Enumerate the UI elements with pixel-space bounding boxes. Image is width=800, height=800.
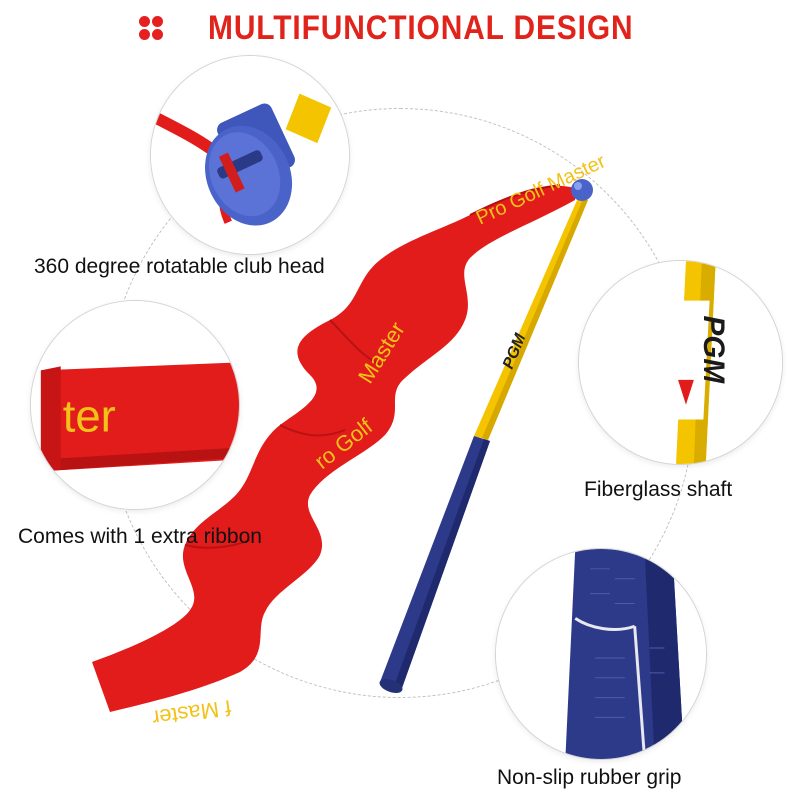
- rubber-grip: [379, 436, 490, 693]
- shaft-detail-bubble: PGM: [578, 260, 783, 465]
- club-head-detail-bubble: [150, 55, 350, 255]
- grip-closeup-image: [496, 549, 706, 759]
- page-title: MULTIFUNCTIONAL DESIGN: [208, 8, 634, 47]
- shaft-brand-print: PGM: [500, 331, 530, 372]
- grip-label: Non-slip rubber grip: [497, 766, 682, 789]
- club-head-closeup-image: [151, 56, 349, 254]
- shaft-closeup-image: PGM: [579, 261, 782, 464]
- shaft-closeup-brand: PGM: [697, 315, 730, 384]
- ribbon-print-3: f Master: [151, 695, 233, 731]
- grip-detail-bubble: [495, 548, 707, 760]
- ribbon-closeup-text: ter: [63, 391, 116, 442]
- ribbon-label: Comes with 1 extra ribbon: [18, 525, 262, 548]
- ribbon-detail-bubble: ter: [30, 300, 240, 510]
- shaft-label: Fiberglass shaft: [584, 478, 733, 501]
- red-ribbon: [92, 184, 575, 712]
- fiberglass-shaft: [474, 198, 588, 440]
- page-header: MULTIFUNCTIONAL DESIGN: [0, 6, 800, 50]
- ribbon-closeup-image: ter: [31, 301, 239, 509]
- four-dot-logo-icon: [137, 14, 165, 42]
- club-head-ball: [571, 179, 593, 201]
- club-head-label: 360 degree rotatable club head: [34, 255, 325, 278]
